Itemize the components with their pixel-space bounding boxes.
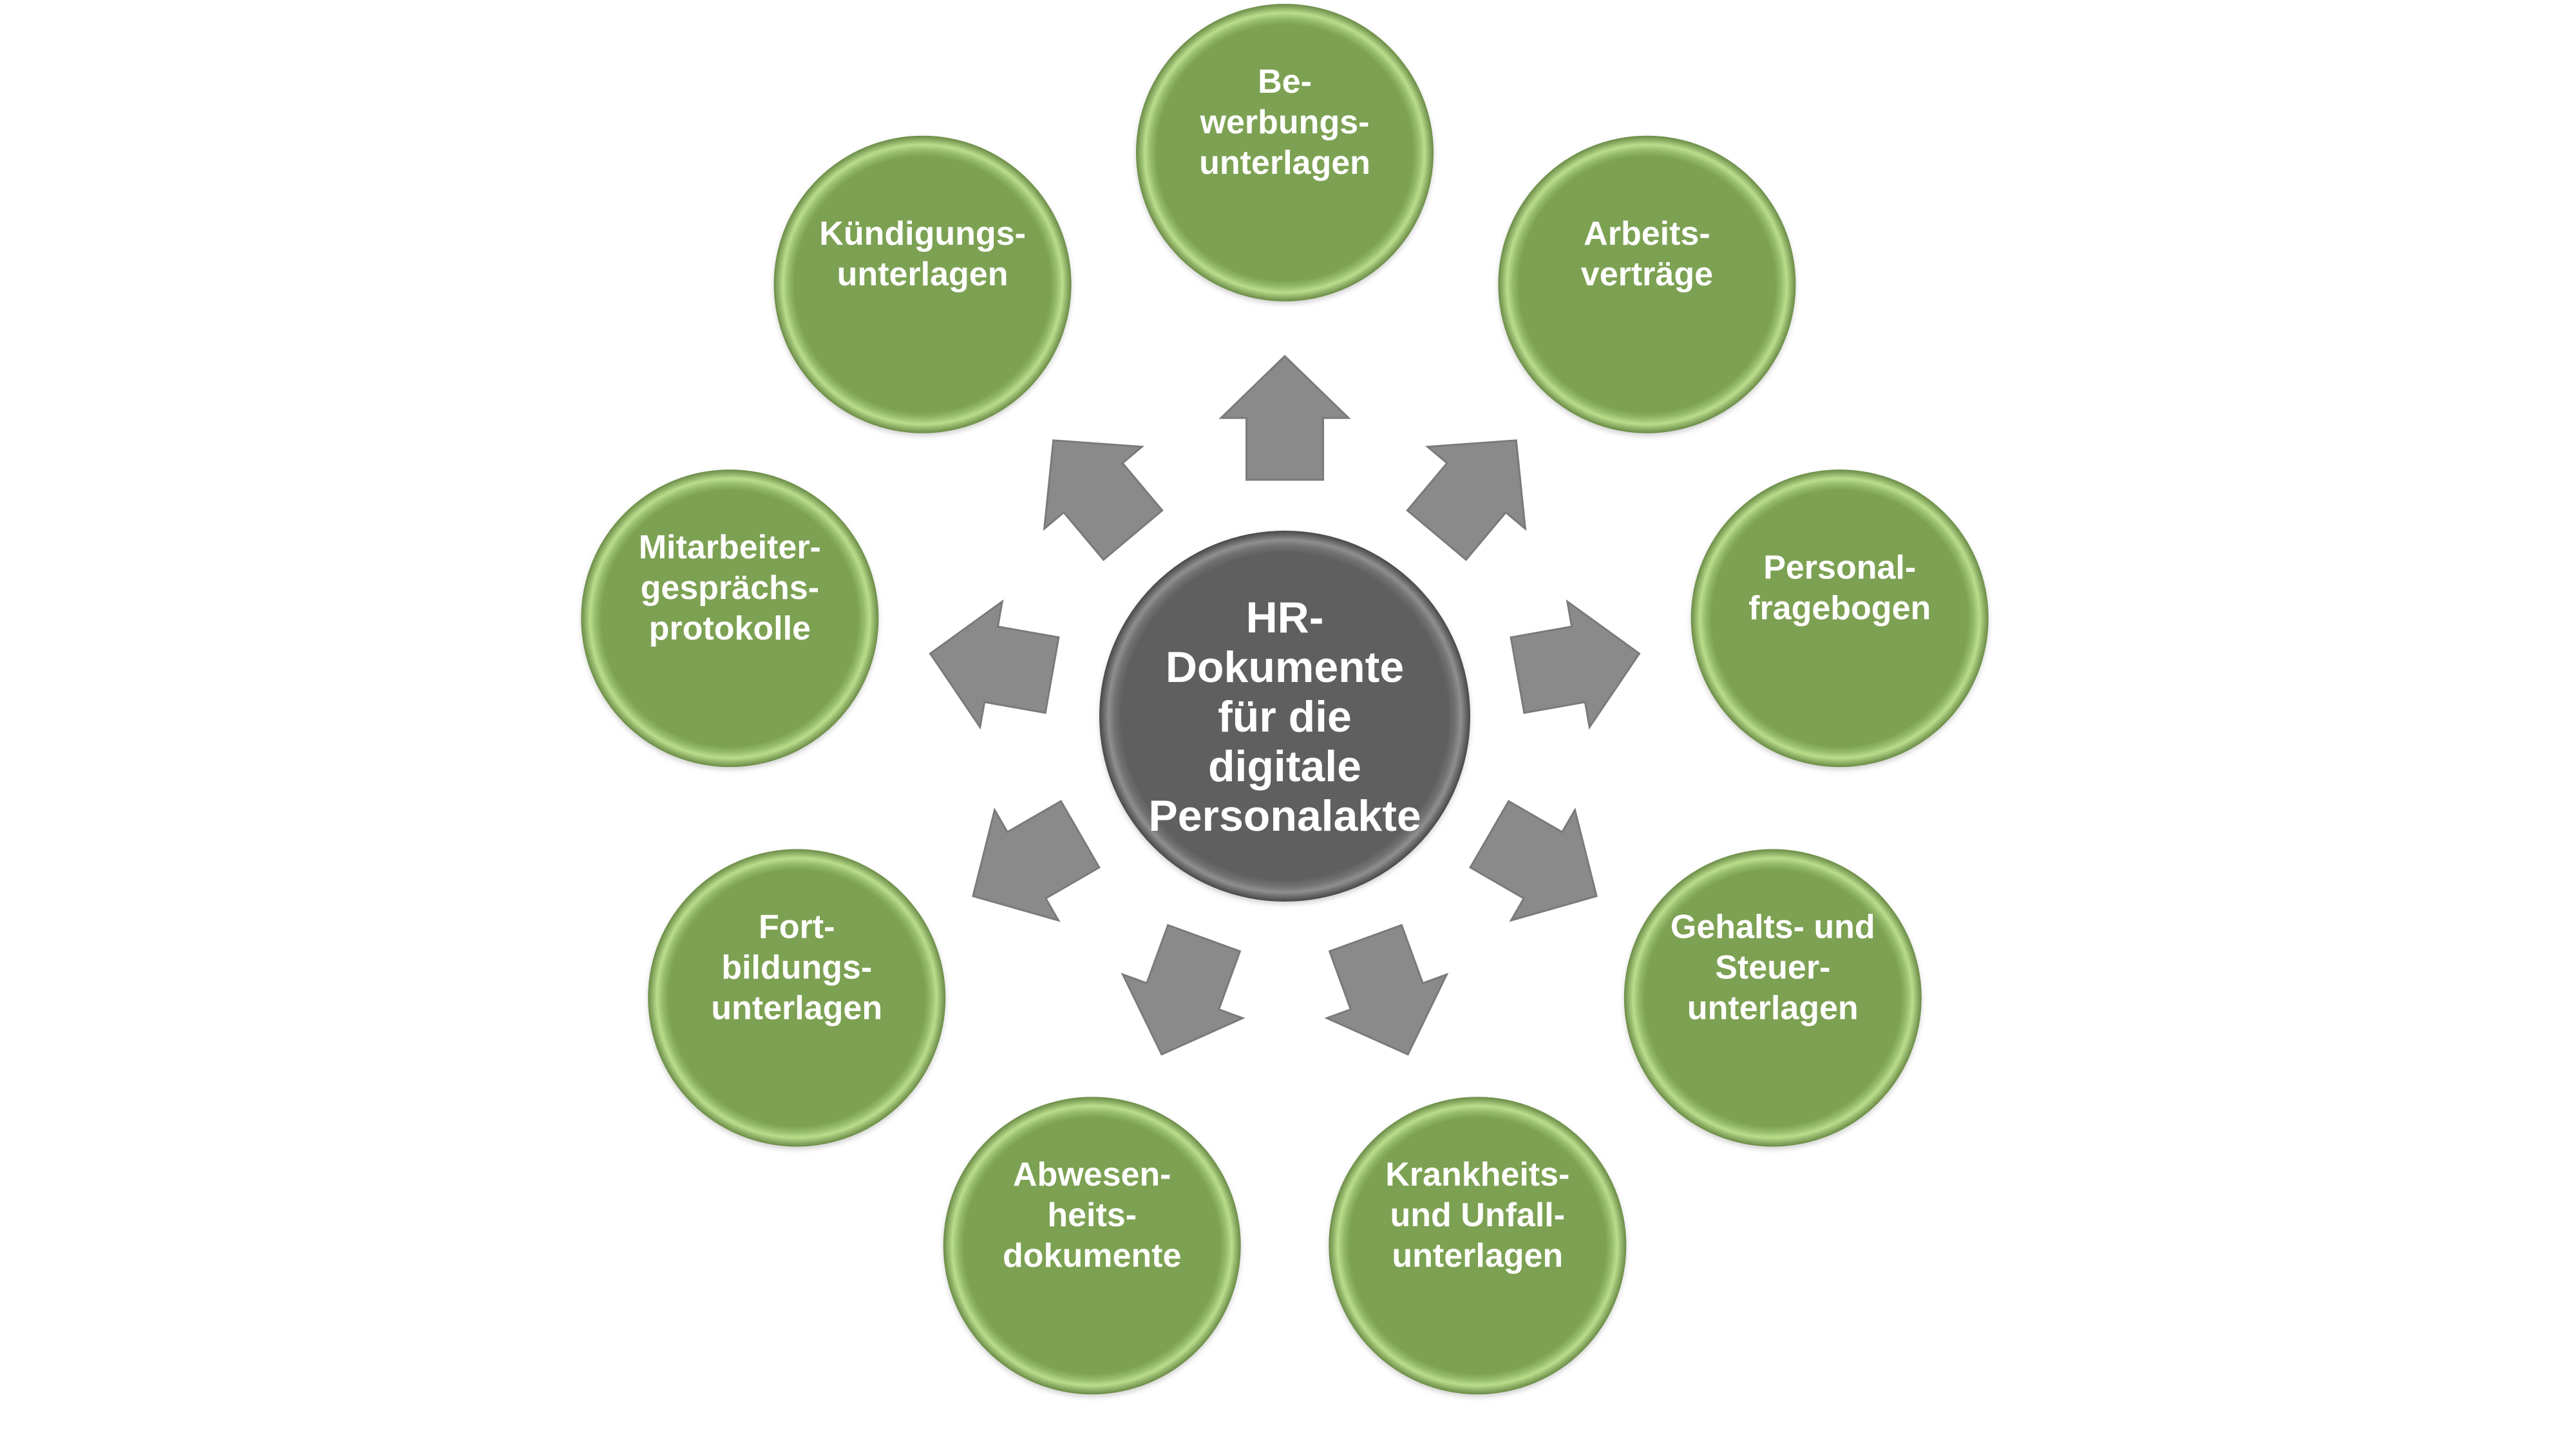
node-label-line: unterlagen [1687,990,1859,1027]
node-label-line: unterlagen [1199,144,1370,182]
node-label: Kündigungs-unterlagen [819,215,1026,293]
node-label-line: gesprächs- [641,569,819,607]
node-label-line: Arbeits- [1584,215,1710,252]
node-personalfragebogen: Personal-fragebogen [1690,469,1989,768]
node-label: Mitarbeiter-gesprächs-protokolle [639,529,821,647]
arrow-kuendigungsunterlagen [1043,439,1164,562]
node-circle [1690,469,1989,768]
nodes-layer: Be-werbungs-unterlagenArbeits-verträgePe… [581,4,1989,1395]
arrow-arbeitsvertraege [1406,439,1527,562]
arrow-gehalts-steuerunterlagen [1469,799,1598,922]
node-label: Be-werbungs-unterlagen [1199,63,1370,182]
arrow-mitarbeitergespraechsprotokolle [929,599,1060,730]
arrow-personalfragebogen [1510,599,1641,730]
node-label-line: Kündigungs- [819,215,1026,252]
center-label-line: HR- [1246,593,1324,642]
arrows-layer [929,354,1641,1056]
node-circle [773,135,1072,433]
node-abwesenheitsdokumente: Abwesen-heits-dokumente [943,1097,1241,1395]
arrow-krankheits-unfallunterlagen [1324,923,1449,1056]
node-circle [1624,849,1922,1147]
node-label-line: bildungs- [721,949,872,987]
center-circle [1099,531,1470,902]
node-mitarbeitergespraechsprotokolle: Mitarbeiter-gesprächs-protokolle [581,469,879,768]
node-fortbildungsunterlagen: Fort-bildungs-unterlagen [648,849,946,1147]
node-label-line: Gehalts- und [1671,909,1875,946]
node-label-line: unterlagen [1392,1237,1563,1274]
node-label-line: Mitarbeiter- [639,529,821,566]
node-arbeitsvertraege: Arbeits-verträge [1498,135,1796,433]
node-kuendigungsunterlagen: Kündigungs-unterlagen [773,135,1072,433]
arrow-bewerbungsunterlagen [1218,354,1351,481]
center-label-line: Personalakte [1148,791,1421,840]
arrow-fortbildungsunterlagen [972,799,1101,922]
node-label: Arbeits-verträge [1581,215,1713,293]
node-label: Personal-fragebogen [1748,549,1931,627]
node-label-line: Abwesen- [1013,1156,1171,1193]
node-label: Fort-bildungs-unterlagen [711,909,882,1027]
node-label-line: protokolle [649,610,811,647]
node-label-line: Steuer- [1715,949,1830,987]
node-label-line: Krankheits- [1385,1156,1569,1193]
node-label-line: Be- [1258,63,1312,100]
node-label-line: werbungs- [1200,104,1370,141]
node-circle [648,849,946,1147]
node-label: Krankheits-und Unfall-unterlagen [1385,1156,1569,1274]
node-label-line: unterlagen [837,256,1009,293]
node-circle [1136,4,1434,301]
node-label-line: Fort- [759,909,835,946]
node-bewerbungsunterlagen: Be-werbungs-unterlagen [1136,4,1434,301]
node-circle [1329,1097,1627,1395]
node-krankheits-unfallunterlagen: Krankheits-und Unfall-unterlagen [1329,1097,1627,1395]
node-label: Abwesen-heits-dokumente [1003,1156,1181,1274]
center-label-line: für die [1218,692,1352,741]
center-label-line: Dokumente [1166,643,1404,692]
arrow-abwesenheitsdokumente [1121,923,1245,1056]
node-label-line: Personal- [1763,549,1916,587]
center-label-line: digitale [1208,742,1361,791]
node-label-line: fragebogen [1748,590,1931,627]
node-label-line: verträge [1581,256,1713,293]
node-circle [581,469,879,768]
node-label-line: dokumente [1003,1237,1181,1274]
node-label-line: unterlagen [711,990,882,1027]
node-circle [1498,135,1796,433]
node-label-line: und Unfall- [1390,1197,1566,1234]
node-label-line: heits- [1047,1197,1137,1234]
node-circle [943,1097,1241,1395]
